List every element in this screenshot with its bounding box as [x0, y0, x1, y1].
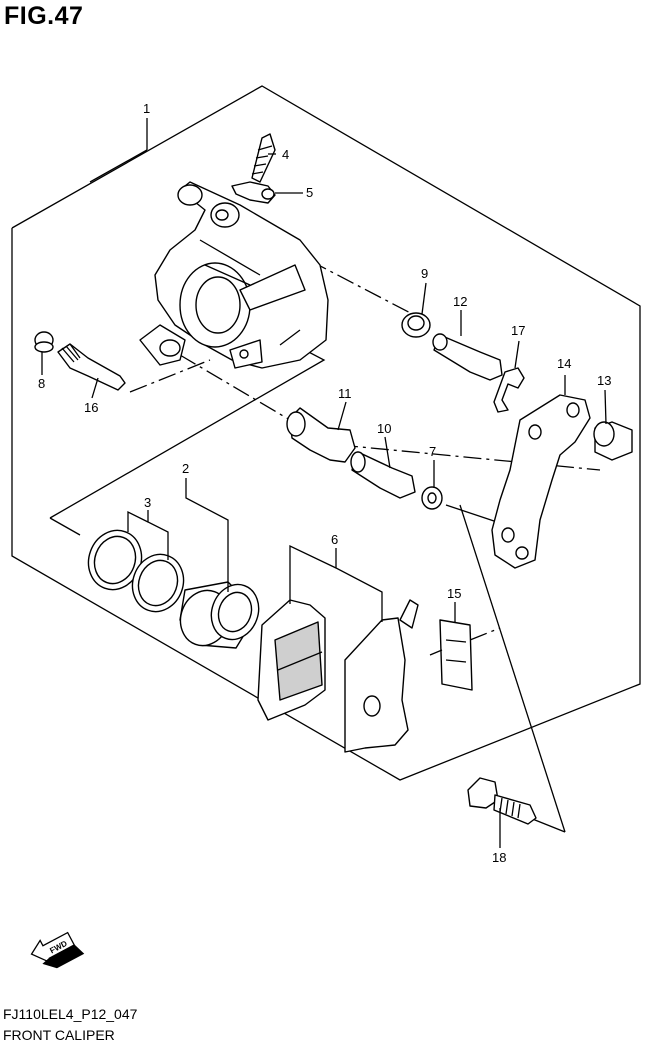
figure-title: FIG.47	[4, 2, 84, 30]
callout-2: 2	[182, 461, 189, 476]
pin-and-boot	[34, 331, 126, 391]
guide-pin-12	[432, 333, 503, 381]
callout-10: 10	[377, 421, 391, 436]
pad-spring	[429, 619, 473, 691]
callout-labels: 1 2 3 4 5 6 7 8 9 10 11 12 13 14 15 16 1…	[38, 101, 611, 865]
fwd-arrow-icon: FWD	[30, 931, 85, 969]
guide-pin-10	[350, 451, 416, 499]
callout-3: 3	[144, 495, 151, 510]
footer-code: FJ110LEL4_P12_047	[3, 1006, 138, 1022]
callout-5: 5	[306, 185, 313, 200]
clip	[493, 367, 525, 413]
nut	[401, 312, 431, 338]
washer	[421, 486, 443, 510]
bleeder-cap	[231, 181, 276, 204]
callout-8: 8	[38, 376, 45, 391]
bleeder-valve	[251, 133, 276, 183]
leader-lines	[41, 118, 607, 848]
sleeve	[593, 421, 633, 461]
callout-14: 14	[557, 356, 571, 371]
piston-seals	[87, 529, 185, 613]
callout-15: 15	[447, 586, 461, 601]
callout-11: 11	[338, 386, 352, 401]
callout-17: 17	[511, 323, 525, 338]
caliper-body	[139, 181, 329, 369]
callout-13: 13	[597, 373, 611, 388]
callout-12: 12	[453, 294, 467, 309]
piston	[179, 581, 260, 649]
footer-name: FRONT CALIPER	[3, 1027, 115, 1043]
callout-7: 7	[429, 444, 436, 459]
callout-1: 1	[143, 101, 150, 116]
brake-pads	[257, 599, 419, 753]
callout-6: 6	[331, 532, 338, 547]
callout-9: 9	[421, 266, 428, 281]
mounting-bolt	[467, 777, 537, 825]
pin-boot	[286, 407, 356, 463]
callout-4: 4	[282, 147, 289, 162]
caliper-bracket	[491, 394, 591, 569]
callout-18: 18	[492, 850, 506, 865]
callout-16: 16	[84, 400, 98, 415]
